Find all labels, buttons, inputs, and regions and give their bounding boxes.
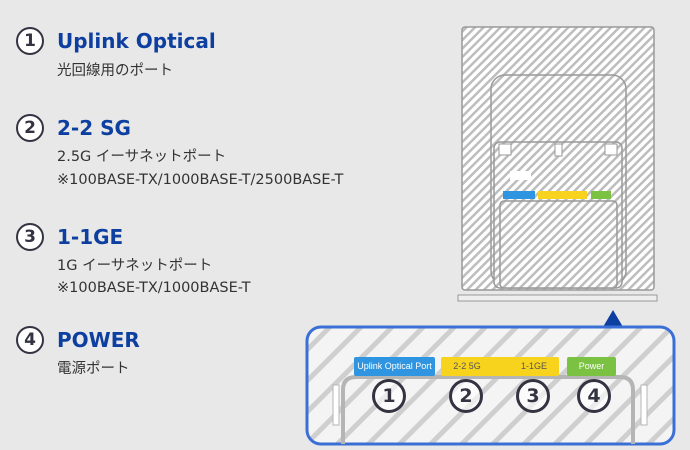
label-1-1ge: 1-1GE [520,361,547,371]
number-badge: 1 [16,27,44,55]
callout-number-1: 1 [372,379,406,413]
number-badge: 3 [16,223,44,251]
port-title: 2-2 SG [57,116,131,140]
port-description: 電源ポート [57,361,130,377]
port-title: 1-1GE [57,225,124,249]
port-title: Uplink Optical [57,29,216,53]
port-standards: ※100BASE-TX/1000BASE-T/2500BASE-T [57,172,344,188]
number-badge: 4 [16,326,44,354]
port-title: POWER [57,328,140,352]
callout-pointer [603,310,623,327]
label-uplink-optical-port: Uplink Optical Port [354,357,435,376]
port-standards: ※100BASE-TX/1000BASE-T [57,280,251,296]
callout-number-3: 3 [516,379,550,413]
callout-number-4: 4 [577,379,611,413]
port-description: 1G イーサネットポート [57,258,213,274]
port-description: 光回線用のポート [57,63,173,79]
label-2-2-5g: 2-2 5G [453,361,481,371]
router-front-view [457,26,658,302]
callout-zoom [305,325,676,446]
callout-number-2: 2 [449,379,483,413]
label-yellow-ports [441,357,559,376]
port-description: 2.5G イーサネットポート [57,149,227,165]
number-badge: 2 [16,114,44,142]
label-power: Power [567,357,616,376]
